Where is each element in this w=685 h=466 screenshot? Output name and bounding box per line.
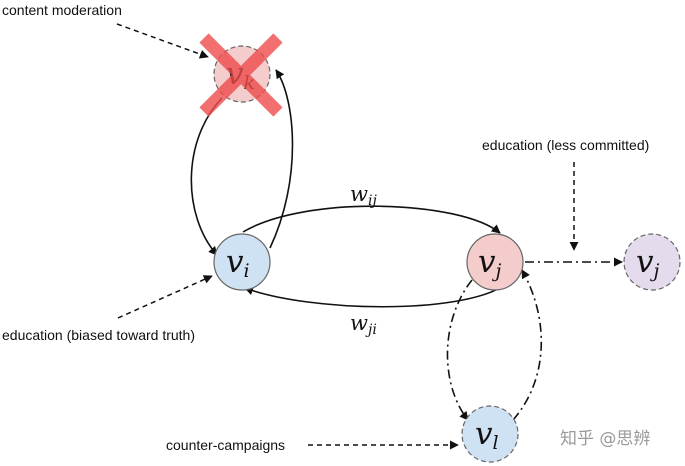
edge-vi-to-vj: [242, 205, 501, 234]
cross-icon: [199, 33, 283, 117]
pointer-education-biased: [117, 275, 213, 319]
node-vj: [466, 233, 524, 291]
node-vl-label: vl: [475, 416, 499, 454]
edge-label-wji: wji: [350, 311, 377, 338]
node-vj-label: vj: [478, 244, 502, 282]
edge-vi-to-vk: [269, 69, 294, 249]
node-vj-right-label: vj: [636, 244, 660, 282]
pointer-content-moderation: [116, 23, 209, 59]
label-education-less: education (less committed): [482, 137, 649, 153]
node-vi-label: vi: [226, 244, 250, 282]
edge-vk-to-vi: [190, 97, 223, 256]
node-vj-right: [623, 233, 681, 291]
edge-vj-to-vi: [244, 284, 506, 308]
node-vi: [213, 233, 271, 291]
watermark: 知乎 @思辨: [560, 429, 650, 449]
label-education-biased: education (biased toward truth): [2, 327, 195, 343]
label-counter-campaigns: counter-campaigns: [166, 437, 285, 453]
edge-vl-to-vj: [512, 269, 543, 421]
node-vl: [461, 405, 519, 463]
edge-label-wij: wij: [350, 182, 377, 209]
edge-vj-to-vl: [446, 279, 473, 421]
label-content-moderation: content moderation: [2, 2, 122, 18]
